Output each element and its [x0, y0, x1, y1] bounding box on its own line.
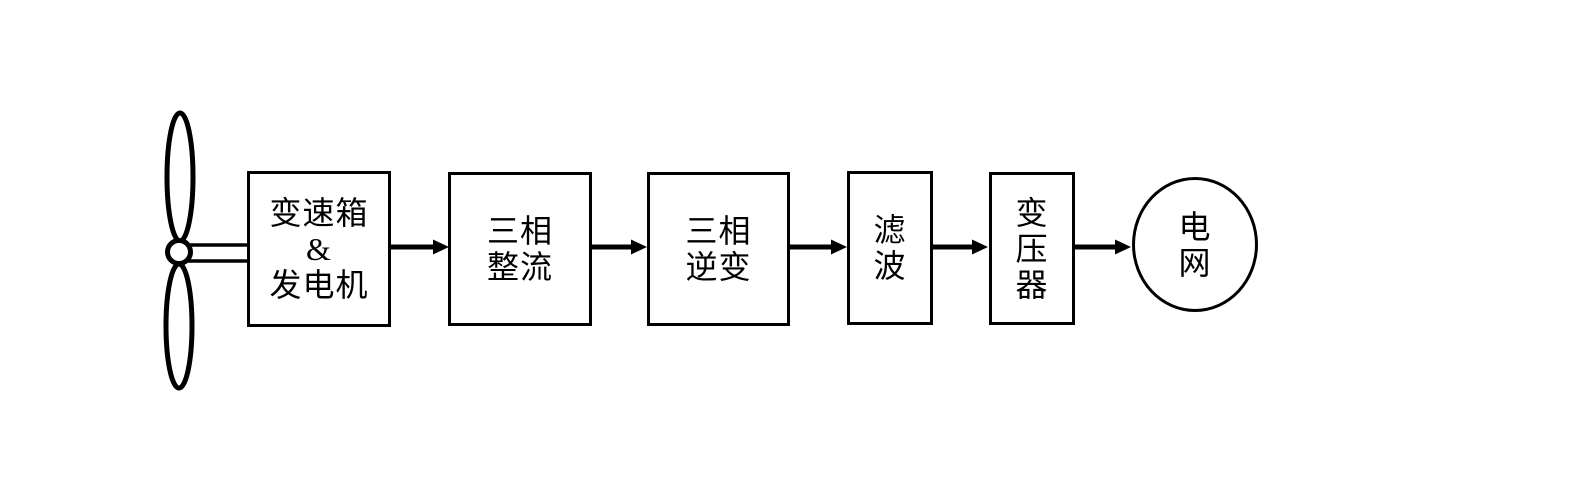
flow-arrow-3 [790, 239, 847, 255]
node-label-line: 压 [1015, 230, 1049, 267]
node-label-line: 电 [1178, 208, 1212, 245]
turbine-blade-top [164, 110, 196, 244]
node-label-line: 网 [1178, 244, 1212, 281]
node-three-phase-inverter: 三相 逆变 [647, 172, 790, 326]
node-label-line: 三相 [486, 213, 553, 249]
wind-turbine-icon [163, 110, 251, 391]
node-three-phase-rectifier: 三相 整流 [448, 172, 592, 326]
node-power-grid: 电 网 [1132, 177, 1258, 312]
node-filter: 滤 波 [847, 171, 933, 325]
node-gearbox-generator: 变速箱 & 发电机 [247, 171, 391, 327]
node-label-line: 变 [1015, 194, 1049, 231]
flow-arrows [391, 239, 1131, 255]
flow-arrow-4 [933, 239, 988, 255]
node-label-line: 发电机 [269, 267, 369, 303]
turbine-blade-bottom [163, 261, 195, 391]
flow-arrow-2 [592, 239, 647, 255]
node-label-line: 波 [873, 248, 907, 284]
flow-arrow-5 [1075, 239, 1131, 255]
node-label-line: 器 [1015, 266, 1049, 303]
node-label-line: 逆变 [685, 249, 752, 285]
flow-arrow-1 [391, 239, 449, 255]
node-label-line: & [306, 231, 332, 267]
node-label-line: 三相 [685, 213, 752, 249]
node-transformer: 变 压 器 [989, 172, 1075, 325]
node-label-line: 滤 [873, 212, 907, 248]
node-label-line: 整流 [486, 249, 553, 285]
node-label-line: 变速箱 [269, 195, 369, 231]
turbine-hub [165, 238, 193, 266]
